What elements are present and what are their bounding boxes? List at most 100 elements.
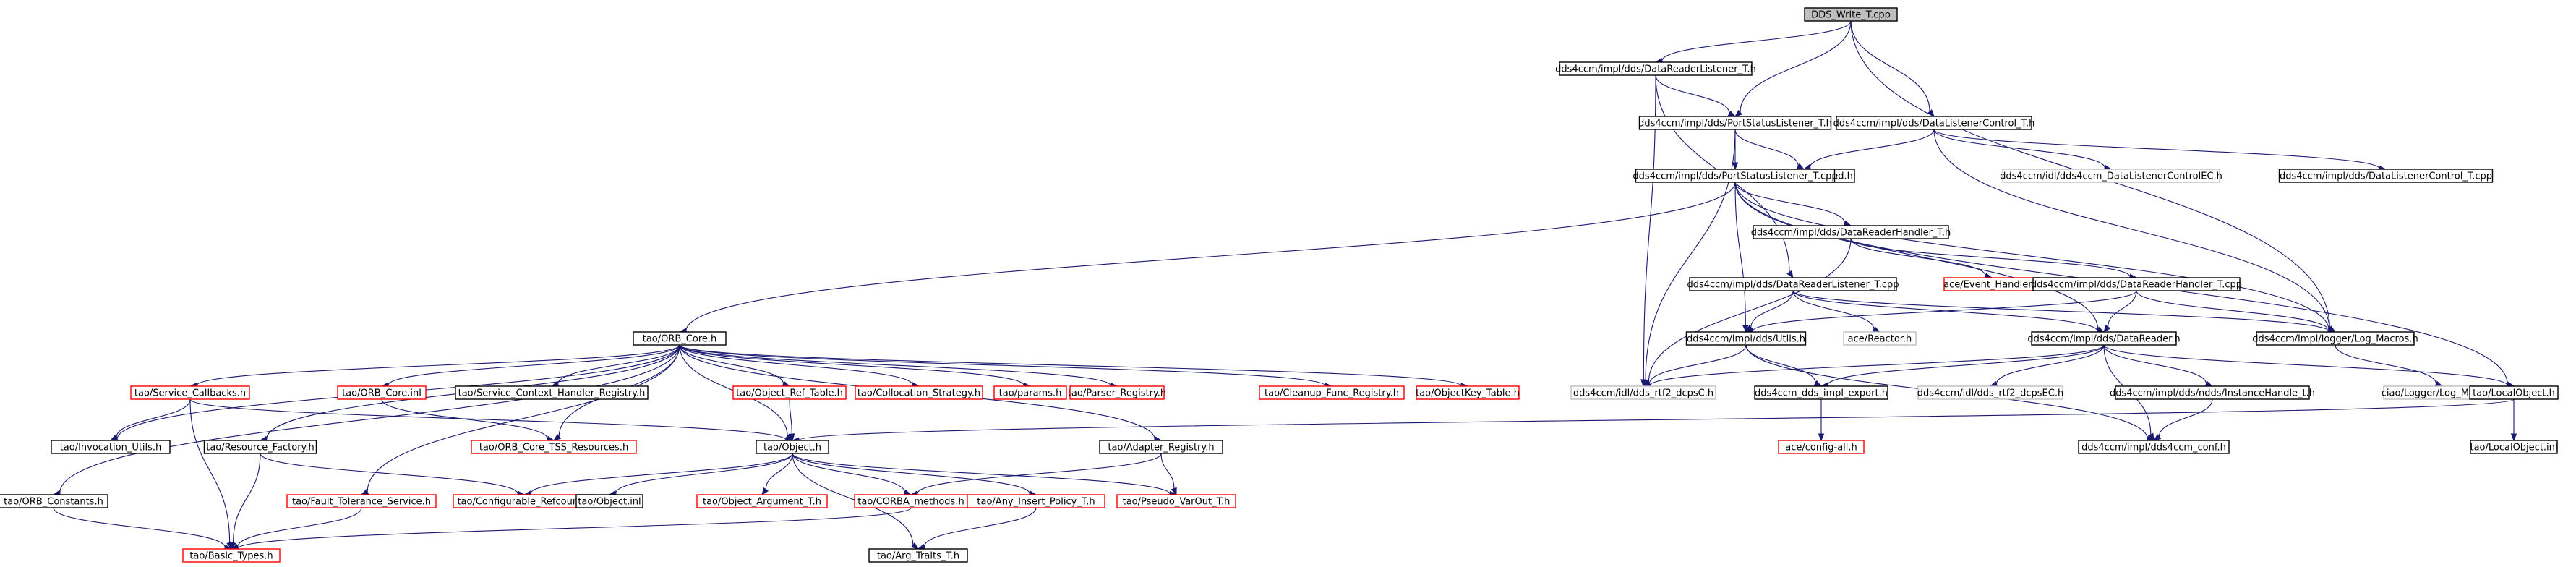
node-drl-cpp[interactable]: dds4ccm/impl/dds/DataReaderListener_T.cp… bbox=[1687, 277, 1899, 291]
node-box bbox=[2278, 169, 2494, 183]
edge-any_insert-to-arg_traits bbox=[917, 507, 1037, 550]
node-box bbox=[1843, 331, 1917, 346]
edge-root-to-drl_h bbox=[1654, 20, 1852, 64]
edge-log_macros-to-ciao_log bbox=[2335, 344, 2444, 387]
node-object-inl[interactable]: tao/Object.inl bbox=[575, 494, 643, 508]
node-pseudo-varout[interactable]: tao/Pseudo_VarOut_T.h bbox=[1116, 494, 1236, 508]
node-orb-core-tss[interactable]: tao/ORB_Core_TSS_Resources.h bbox=[471, 440, 637, 454]
edge-data_reader-to-rtf2_dcpsC bbox=[1642, 344, 2105, 389]
node-cleanup-registry[interactable]: tao/Cleanup_Func_Registry.h bbox=[1259, 385, 1405, 400]
node-dds4ccm-conf[interactable]: dds4ccm/impl/dds4ccm_conf.h bbox=[2078, 440, 2230, 454]
node-utils[interactable]: dds4ccm/impl/dds/Utils.h bbox=[1685, 331, 1807, 346]
node-box bbox=[182, 548, 281, 563]
edge-line bbox=[2108, 290, 2137, 327]
node-drl-h[interactable]: dds4ccm/impl/dds/DataReaderListener_T.h bbox=[1555, 61, 1756, 76]
node-arg-traits[interactable]: tao/Arg_Traits_T.h bbox=[868, 548, 968, 563]
edge-line bbox=[189, 398, 231, 543]
node-box bbox=[1416, 385, 1520, 400]
node-log-macros[interactable]: dds4ccm/impl/logger/Log_Macros.h bbox=[2252, 331, 2418, 346]
node-parser-registry[interactable]: tao/Parser_Registry.h bbox=[1068, 385, 1166, 400]
node-orb-core-inl[interactable]: tao/ORB_Core.inl bbox=[337, 385, 427, 400]
edge-dlc_h-to-dlc_idl bbox=[1933, 129, 2113, 171]
edge-orb_core-to-params bbox=[679, 344, 1032, 389]
edge-line bbox=[367, 344, 680, 493]
node-orb-constants[interactable]: tao/ORB_Constants.h bbox=[0, 494, 108, 508]
node-objectkey-table[interactable]: tao/ObjectKey_Table.h bbox=[1416, 385, 1520, 400]
node-box bbox=[337, 385, 427, 400]
node-box bbox=[2002, 169, 2220, 183]
node-any-insert[interactable]: tao/Any_Insert_Policy_T.h bbox=[967, 494, 1105, 508]
node-resource-factory[interactable]: tao/Resource_Factory.h bbox=[203, 440, 317, 454]
arrowhead bbox=[1742, 325, 1749, 333]
node-box bbox=[732, 385, 847, 400]
node-box bbox=[2031, 331, 2177, 346]
node-label: tao/Basic_Types.h bbox=[189, 551, 273, 562]
edge-line bbox=[53, 507, 226, 548]
node-collocation[interactable]: tao/Collocation_Strategy.h bbox=[855, 385, 983, 400]
node-dds-impl-export[interactable]: dds4ccm_dds_impl_export.h bbox=[1754, 385, 1888, 400]
edge-service_callbacks-to-invocation_utils bbox=[109, 398, 191, 441]
node-orb-core[interactable]: tao/ORB_Core.h bbox=[633, 331, 727, 346]
node-data-reader[interactable]: dds4ccm/impl/dds/DataReader.h bbox=[2027, 331, 2181, 346]
node-layer: DDS_Write_T.cpp dds4ccm/impl/dds/DataRead… bbox=[0, 7, 2559, 563]
node-box bbox=[1116, 494, 1236, 508]
node-label: tao/Object.inl bbox=[578, 497, 641, 508]
node-box bbox=[1917, 385, 2063, 400]
node-config-all[interactable]: ace/config-all.h bbox=[1778, 440, 1865, 454]
node-drh-cpp[interactable]: dds4ccm/impl/dds/DataReaderHandler_T.cpp bbox=[2031, 277, 2242, 291]
node-label: tao/Object_Argument_T.h bbox=[703, 497, 821, 508]
node-label: dds4ccm/idl/dds_rtf2_dcpsEC.h bbox=[1917, 388, 2063, 399]
edge-line bbox=[792, 453, 906, 493]
node-sch-registry[interactable]: tao/Service_Context_Handler_Registry.h bbox=[455, 385, 649, 400]
node-box bbox=[696, 494, 828, 508]
node-adapter-registry[interactable]: tao/Adapter_Registry.h bbox=[1099, 440, 1223, 454]
node-instance-handle[interactable]: dds4ccm/impl/dds/ndds/InstanceHandle_t.h bbox=[2110, 385, 2315, 400]
edge-line bbox=[530, 453, 793, 494]
node-object-h[interactable]: tao/Object.h bbox=[756, 440, 829, 454]
node-object-argument[interactable]: tao/Object_Argument_T.h bbox=[696, 494, 828, 508]
node-root: DDS_Write_T.cpp bbox=[1804, 7, 1898, 22]
edge-dds_impl_export-to-config_all bbox=[1818, 399, 1825, 442]
node-fault-tolerance[interactable]: tao/Fault_Tolerance_Service.h bbox=[286, 494, 437, 508]
node-psl-h[interactable]: dds4ccm/impl/dds/PortStatusListener_T.h bbox=[1638, 116, 1832, 130]
edge-root-to-psl_h bbox=[1734, 20, 1852, 117]
node-psl-cpp[interactable]: dds4ccm/impl/dds/PortStatusListener_T.cp… bbox=[1633, 169, 1838, 183]
edge-line bbox=[1648, 238, 1852, 383]
edge-adapter_registry-to-corba_methods bbox=[910, 453, 1162, 497]
node-label: dds4ccm/impl/dds/ndds/InstanceHandle_t.h bbox=[2110, 388, 2315, 399]
node-invocation-utils[interactable]: tao/Invocation_Utils.h bbox=[51, 440, 171, 454]
edge-orb_core-to-cleanup_registry bbox=[679, 344, 1333, 389]
edge-local_object-to-local_object_inl bbox=[2510, 399, 2517, 442]
node-corba-methods[interactable]: tao/CORBA_methods.h bbox=[854, 494, 968, 508]
edge-line bbox=[1734, 182, 2099, 330]
arrowhead bbox=[782, 380, 791, 387]
node-obj-ref-table[interactable]: tao/Object_Ref_Table.h bbox=[732, 385, 847, 400]
node-event-handler[interactable]: ace/Event_Handler.h bbox=[1943, 277, 2040, 291]
edge-line bbox=[679, 344, 1024, 386]
node-box bbox=[130, 385, 250, 400]
edge-line bbox=[1745, 344, 1816, 383]
edge-line bbox=[798, 398, 2515, 441]
edge-drl_cpp-to-data_reader bbox=[1792, 290, 2105, 334]
node-basic-types[interactable]: tao/Basic_Types.h bbox=[182, 548, 281, 563]
edge-utils-to-dds_impl_export bbox=[1745, 344, 1823, 387]
node-params[interactable]: tao/params.h bbox=[993, 385, 1067, 400]
node-dlc-h[interactable]: dds4ccm/impl/dds/DataListenerControl_T.h bbox=[1833, 116, 2035, 130]
node-box bbox=[2470, 440, 2558, 454]
edge-line bbox=[59, 344, 680, 493]
node-local-object-inl[interactable]: tao/LocalObject.inl bbox=[2470, 440, 2558, 454]
node-service-callbacks[interactable]: tao/Service_Callbacks.h bbox=[130, 385, 250, 400]
edge-dlc_h-to-dlc_cpp bbox=[1933, 129, 2387, 172]
edge-line bbox=[679, 344, 1326, 386]
node-box bbox=[1689, 277, 1897, 291]
node-dlc-cpp[interactable]: dds4ccm/impl/dds/DataListenerControl_T.c… bbox=[2278, 169, 2494, 183]
arrowhead bbox=[2152, 434, 2162, 441]
node-box bbox=[1778, 440, 1865, 454]
node-drh-h[interactable]: dds4ccm/impl/dds/DataReaderHandler_T.h bbox=[1751, 225, 1951, 239]
node-rtf2-dcpsEC: dds4ccm/idl/dds_rtf2_dcpsEC.h bbox=[1917, 385, 2063, 400]
edge-object_h-to-arg_traits bbox=[792, 453, 920, 550]
node-label: tao/Any_Insert_Policy_T.h bbox=[977, 497, 1095, 508]
node-local-object[interactable]: tao/LocalObject.h bbox=[2469, 385, 2559, 400]
node-configurable-refcount[interactable]: tao/Configurable_Refcount.h bbox=[453, 494, 596, 508]
node-box bbox=[0, 494, 108, 508]
